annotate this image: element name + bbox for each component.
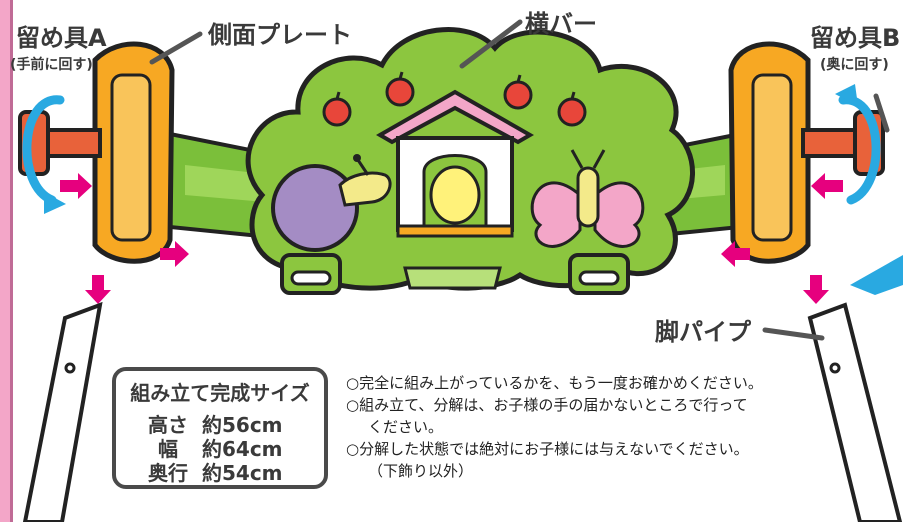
note-line: ○完全に組み上がっているかを、もう一度お確かめください。 bbox=[346, 374, 763, 392]
arrow-right-icon bbox=[160, 241, 189, 267]
assembled-size-title: 組み立て完成サイズ bbox=[130, 381, 310, 405]
apple-icons bbox=[322, 71, 587, 127]
spec-row-width: 幅約64cm bbox=[158, 437, 283, 461]
leg-pipe-left bbox=[22, 301, 103, 522]
fastener-b-note: (奥に回す) bbox=[820, 57, 889, 73]
cross-bar-label: 横バー bbox=[525, 10, 597, 38]
arrow-down-icon bbox=[85, 275, 111, 304]
rotate-arrow-right-icon bbox=[835, 84, 881, 205]
side-plate-right bbox=[728, 41, 811, 264]
fastener-a-label: 留め具A bbox=[16, 24, 107, 52]
leg-pipe-right bbox=[807, 302, 903, 522]
note-line: ○分解した状態では絶対にお子様には与えないでください。 bbox=[346, 440, 749, 458]
left-frame-edge bbox=[0, 0, 10, 522]
arrow-left-icon bbox=[811, 173, 843, 199]
pink-arrows bbox=[60, 173, 843, 304]
apple-icon bbox=[503, 74, 533, 110]
spec-row-height: 高さ約56cm bbox=[148, 413, 283, 437]
note-line: ○組み立て、分解は、お子様の手の届かないところで行って bbox=[346, 396, 748, 414]
fastener-b-label: 留め具B bbox=[810, 24, 901, 52]
rotate-arrow-left-icon bbox=[22, 95, 66, 214]
chick-icon bbox=[429, 165, 481, 225]
note-line: ください。 bbox=[368, 418, 444, 436]
snail-icon bbox=[271, 154, 392, 252]
arrow-left-icon bbox=[721, 241, 750, 267]
apple-icon bbox=[322, 91, 352, 127]
side-plate-label: 側面プレート bbox=[208, 21, 352, 49]
leg-pipe-label: 脚パイプ bbox=[655, 318, 751, 346]
safety-notes: ○完全に組み上がっているかを、もう一度お確かめください。 ○組み立て、分解は、お… bbox=[346, 372, 816, 482]
apple-icon bbox=[557, 91, 587, 127]
butterfly-icon bbox=[530, 149, 645, 248]
note-line: （下飾り以外） bbox=[368, 462, 474, 480]
spec-row-depth: 奥行約54cm bbox=[148, 461, 283, 485]
fastener-a-note: (手前に回す) bbox=[10, 57, 93, 73]
leader-lines bbox=[149, 19, 890, 341]
house-icon bbox=[376, 89, 534, 238]
arrow-down-icon bbox=[803, 275, 829, 304]
blue-accent bbox=[850, 255, 903, 295]
apple-icon bbox=[385, 71, 415, 107]
arrow-right-icon bbox=[60, 173, 92, 199]
side-plate-left bbox=[92, 41, 175, 264]
assembled-size-box: 組み立て完成サイズ 高さ約56cm 幅約64cm 奥行約54cm bbox=[112, 367, 328, 489]
